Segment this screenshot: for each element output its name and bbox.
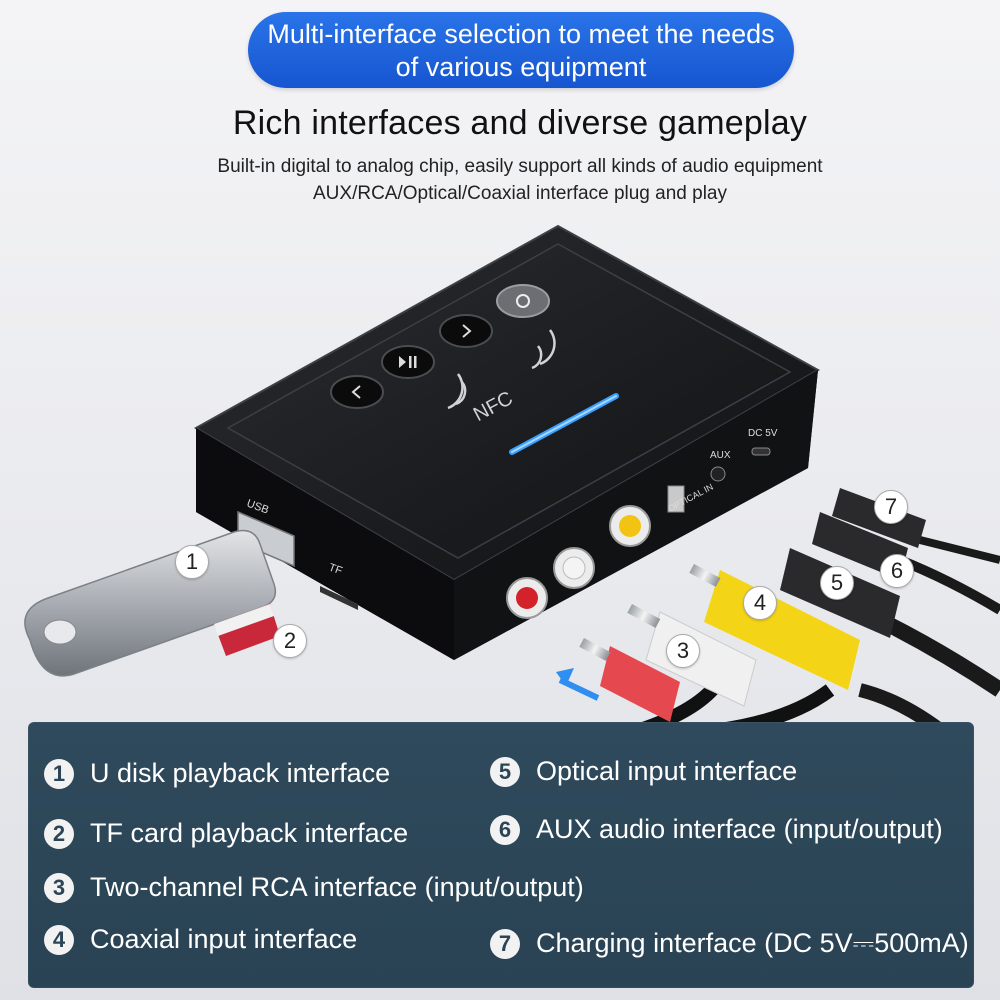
feature-item-5: 5 Optical input interface <box>490 756 797 787</box>
callout-7: 7 <box>874 490 908 524</box>
feature-label: U disk playback interface <box>90 758 391 788</box>
page-title: Rich interfaces and diverse gameplay <box>232 104 808 142</box>
product-illustration: NFC USB TF <box>24 224 1000 730</box>
feature-number: 4 <box>44 924 74 955</box>
feature-label: Coaxial input interface <box>90 924 358 954</box>
feature-item-1: 1 U disk playback interface <box>44 758 390 789</box>
receiver-device: NFC USB TF <box>193 224 821 660</box>
feature-number: 2 <box>44 818 74 849</box>
callout-4: 4 <box>743 586 777 620</box>
feature-label: TF card playback interface <box>90 818 409 848</box>
usb-flash-drive <box>24 529 277 677</box>
callout-1: 1 <box>175 545 209 579</box>
feature-label: Two-channel RCA interface (input/output) <box>90 872 584 902</box>
feature-number: 6 <box>490 814 520 845</box>
feature-item-2: 2 TF card playback interface <box>44 818 408 849</box>
feature-item-6: 6 AUX audio interface (input/output) <box>490 814 943 845</box>
feature-number: 3 <box>44 872 74 903</box>
power-button <box>496 284 550 318</box>
tf-slot-label: TF <box>327 562 344 578</box>
aux-label: AUX <box>710 450 731 461</box>
header-banner: Multi-interface selection to meet the ne… <box>248 12 794 88</box>
tf-card <box>214 604 280 656</box>
dc-label: DC 5V <box>748 428 778 439</box>
banner-line-1: Multi-interface selection to meet the ne… <box>267 19 775 49</box>
callout-5: 5 <box>820 566 854 600</box>
feature-label: Optical input interface <box>536 756 798 786</box>
feature-item-4: 4 Coaxial input interface <box>44 924 357 955</box>
feature-number: 7 <box>490 929 520 959</box>
callout-3: 3 <box>666 634 700 668</box>
banner-line-2: of various equipment <box>395 52 647 82</box>
callout-6: 6 <box>880 554 914 588</box>
play-pause-button <box>381 345 435 379</box>
feature-item-7: 7 Charging interface (DC 5V⎓500mA) <box>490 928 969 960</box>
next-button <box>439 314 493 348</box>
prev-button <box>330 375 384 409</box>
subtitle-line-2: AUX/RCA/Optical/Coaxial interface plug a… <box>313 183 727 204</box>
feature-label: AUX audio interface (input/output) <box>536 814 943 844</box>
feature-number: 1 <box>44 758 74 789</box>
feature-item-3: 3 Two-channel RCA interface (input/outpu… <box>44 872 584 903</box>
subtitle-line-1: Built-in digital to analog chip, easily … <box>217 156 823 177</box>
feature-number: 5 <box>490 756 520 787</box>
features-panel: 1 U disk playback interface 2 TF card pl… <box>28 722 974 988</box>
feature-label: Charging interface (DC 5V⎓500mA) <box>536 928 969 958</box>
callout-2: 2 <box>273 624 307 658</box>
